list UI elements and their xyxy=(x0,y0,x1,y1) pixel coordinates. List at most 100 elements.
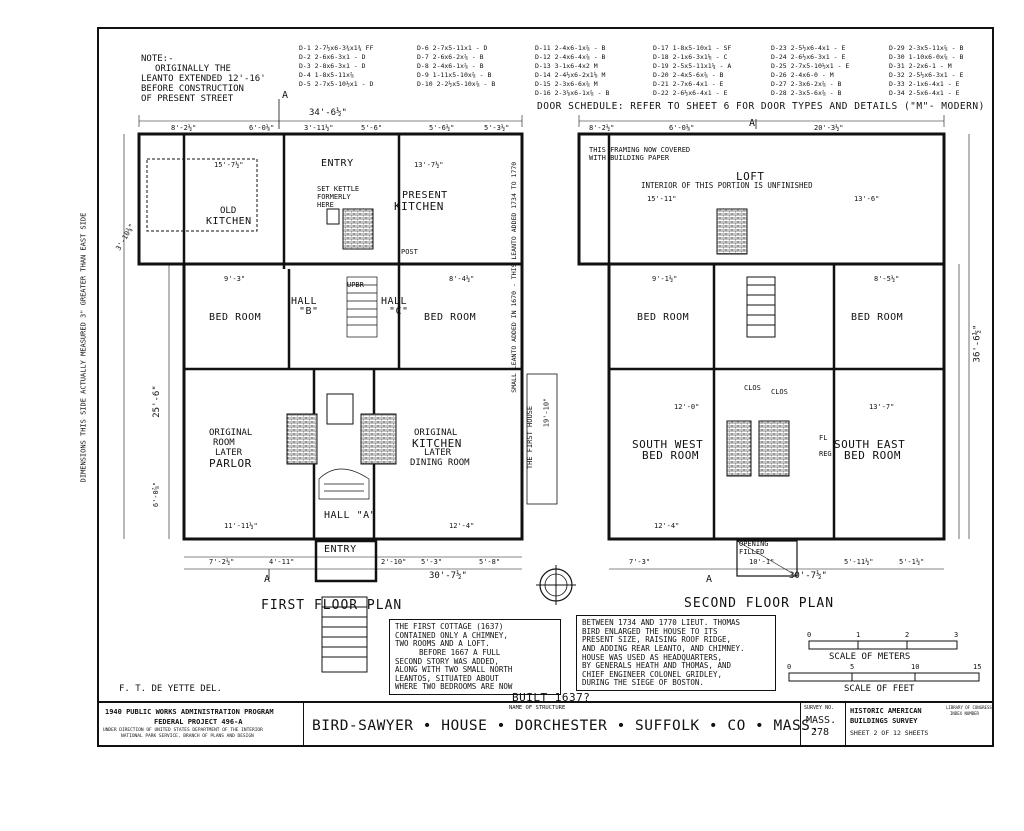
door-entry: D-30 1-10x6-0x⅞ - B xyxy=(889,53,964,61)
door-entry: D-2 2-6x6-3x1 - D xyxy=(299,53,366,61)
note-text: AND ADDING REAR LEANTO, AND CHIMNEY. xyxy=(582,643,745,653)
room-hall-b: HALL xyxy=(291,296,318,307)
feet-tick: 5 xyxy=(850,663,855,671)
first-house-dim: 19'-10" xyxy=(542,397,551,428)
feet-tick: 0 xyxy=(787,663,792,671)
dim-overall-bottom-second: 30'-7½" xyxy=(789,571,827,581)
note-text: PRESENT SIZE, RAISING ROOF RIDGE, xyxy=(582,635,732,645)
room-se-bed: BED ROOM xyxy=(844,449,901,462)
door-entry: D-10 2-2½x5-10x⅞ - B xyxy=(417,80,496,88)
dim-room-second: 12'-4" xyxy=(654,522,680,530)
dim-room: 15'-7½" xyxy=(214,161,244,169)
door-entry: D-20 2-4x5-6x⅞ - B xyxy=(653,71,724,79)
loft-note: INTERIOR OF THIS PORTION IS UNFINISHED xyxy=(641,181,813,190)
fl-reg-label: REG xyxy=(819,450,832,458)
room-dining: KITCHEN xyxy=(412,437,462,450)
room-hall-c: HALL xyxy=(381,296,408,307)
first-floor-plan-title: FIRST FLOOR PLAN xyxy=(261,598,403,613)
door-entry: D-5 2-7x5-10½x1 - D xyxy=(299,80,374,88)
note-line: ORIGINALLY THE xyxy=(155,64,231,74)
door-entry: D-9 1-11x5-10x⅞ - B xyxy=(417,71,492,79)
program-line: NATIONAL PARK SERVICE, BRANCH OF PLANS A… xyxy=(121,734,254,739)
door-entry: D-4 1-8x5-11x⅞ xyxy=(299,71,354,79)
room-present-kitchen: KITCHEN xyxy=(394,200,444,213)
dim-right-overall: 36'-6½" xyxy=(972,324,983,363)
floor-plans xyxy=(123,99,980,682)
opening-filled: OPENING xyxy=(739,540,769,548)
room-dining: ORIGINAL xyxy=(414,428,458,438)
scale-feet-label: SCALE OF FEET xyxy=(844,684,915,694)
upbr-label: UPBR xyxy=(347,281,364,289)
door-entry: D-31 2-2x6-1 - M xyxy=(889,62,952,70)
built-date: BUILT 1637? xyxy=(512,691,591,704)
door-entry: D-17 1-8x5-10x1 - SF xyxy=(653,44,732,52)
door-entry: D-29 2-3x5-11x⅞ - B xyxy=(889,44,964,52)
dim-room-second: 8'-5½" xyxy=(874,275,900,283)
door-schedule-heading: DOOR SCHEDULE: REFER TO SHEET 6 FOR DOOR… xyxy=(537,101,985,112)
note-text: ALONG WITH TWO SMALL NORTH xyxy=(395,665,513,675)
dim-top-seg-second: 8'-2½" xyxy=(589,124,615,132)
door-entry: D-8 2-4x6-1x⅞ - B xyxy=(417,62,484,70)
dim-top-seg-second: 6'-0⅛" xyxy=(669,124,695,132)
door-entry: D-25 2-7x5-10½x1 - E xyxy=(771,62,850,70)
survey-label: SURVEY NO. xyxy=(804,705,835,711)
room-hall-b: "B" xyxy=(299,306,319,317)
meters-tick: 2 xyxy=(905,631,910,639)
note-text: HOUSE WAS USED AS HEADQUARTERS, xyxy=(582,652,722,662)
dim-top-seg: 6'-0⅛" xyxy=(249,124,275,132)
program-line: FEDERAL PROJECT 496-A xyxy=(154,718,243,726)
door-entry: D-14 2-4½x6-2x1⅛ M xyxy=(535,71,606,79)
door-entry: D-6 2-7x5-11x1 - D xyxy=(417,44,488,52)
door-entry: D-21 2-7x6-4x1 - E xyxy=(653,80,724,88)
dim-room-second: 12'-0" xyxy=(674,403,700,411)
first-house-label: THE FIRST HOUSE xyxy=(526,405,535,470)
room-parlor: ROOM xyxy=(213,438,235,448)
meters-tick: 1 xyxy=(856,631,861,639)
library-stamp: INDEX NUMBER xyxy=(950,711,979,716)
section-mark-a: A xyxy=(282,90,289,101)
dim-top-seg: 8'-2½" xyxy=(171,124,197,132)
opening-filled: FILLED xyxy=(739,548,765,556)
survey-number: 278 xyxy=(811,727,830,738)
drawing-sheet: NOTE:- ORIGINALLY THE LEANTO EXTENDED 12… xyxy=(79,27,994,747)
door-entry: D-3 2-8x6-3x1 - D xyxy=(299,62,366,70)
survey-number: MASS. xyxy=(806,715,837,726)
door-entry: D-7 2-6x6-2x⅞ - B xyxy=(417,53,484,61)
dim-bottom-seg: 2'-10" xyxy=(381,558,407,566)
dim-top-seg-second: 20'-3½" xyxy=(814,124,844,132)
history-note-enlarged: BETWEEN 1734 AND 1770 LIEUT. THOMAS BIRD… xyxy=(576,615,776,691)
door-entry: D-18 2-1x6-3x1⅛ - C xyxy=(653,53,728,61)
dim-room: 9'-3" xyxy=(224,275,246,283)
door-entry: D-24 2-6½x6-3x1 - E xyxy=(771,53,846,61)
dim-room: 12'-4" xyxy=(449,522,475,530)
door-entry: D-33 2-1x6-4x1 - E xyxy=(889,80,960,88)
dim-left-overall: 25'-6" xyxy=(151,385,162,418)
note-line: OF PRESENT STREET xyxy=(141,94,234,104)
room-bed-room-first-right: BED ROOM xyxy=(424,312,477,323)
history-note-cottage: THE FIRST COTTAGE (1637) CONTAINED ONLY … xyxy=(389,619,561,695)
room-loft: LOFT xyxy=(736,170,765,183)
dim-room-second: 15'-11" xyxy=(647,195,677,203)
note-text: WHERE TWO BEDROOMS ARE NOW xyxy=(395,682,513,692)
room-sw-bed: BED ROOM xyxy=(642,449,699,462)
room-parlor: PARLOR xyxy=(209,457,252,470)
room-parlor: ORIGINAL xyxy=(209,428,253,438)
door-entry: D-1 2-7½x6-3¾x1¾ FF xyxy=(299,44,374,52)
door-entry: D-27 2-3x6-2x⅞ - B xyxy=(771,80,842,88)
note-text: DURING THE SIEGE OF BOSTON. xyxy=(582,678,704,688)
closet-label: CLOS xyxy=(771,388,788,396)
second-floor-plan-title: SECOND FLOOR PLAN xyxy=(684,596,835,611)
room-hall-c: "C" xyxy=(389,306,409,317)
post-label: POST xyxy=(401,248,418,256)
dim-top-seg: 5'-6½" xyxy=(429,124,455,132)
note-text: CHIEF ENGINEER COLONEL GRIDLEY, xyxy=(582,669,722,679)
title-block: 1940 PUBLIC WORKS ADMINISTRATION PROGRAM… xyxy=(99,701,992,745)
structure-name-cell: NAME OF STRUCTURE BIRD-SAWYER • HOUSE • … xyxy=(304,703,819,745)
dim-bottom-seg: 5'-8" xyxy=(479,558,501,566)
leanto-date-note: SMALL LEANTO ADDED IN 1670 - THIS LEANTO… xyxy=(510,161,519,393)
dim-top-seg: 5'-6" xyxy=(361,124,383,132)
section-mark-a: A xyxy=(264,574,271,585)
door-entry: D-15 2-3x6-6x⅞ M xyxy=(535,80,598,88)
note-line: BEFORE CONSTRUCTION xyxy=(141,84,244,94)
note-line: NOTE:- xyxy=(141,54,174,64)
